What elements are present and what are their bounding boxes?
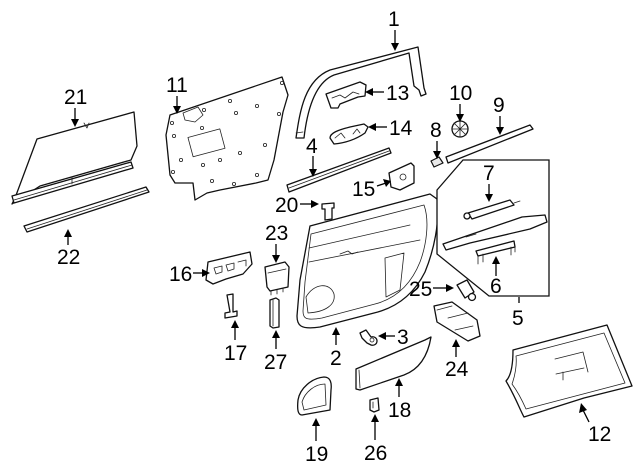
callout-label-25: 25 [409, 278, 432, 301]
callout-7: 7 [483, 162, 495, 202]
part-20-clip [321, 202, 335, 221]
part-15-bracket [388, 162, 415, 191]
callout-label-5: 5 [512, 307, 524, 330]
armrest-insert [442, 214, 548, 251]
callout-label-20: 20 [275, 194, 298, 217]
callout-label-12: 12 [588, 423, 611, 446]
callout-label-7: 7 [483, 162, 495, 185]
callout-16: 16 [169, 263, 210, 286]
part-2-door-trim-panel [296, 193, 439, 329]
callout-21: 21 [64, 86, 87, 127]
callout-label-21: 21 [64, 86, 87, 109]
callout-20: 20 [275, 194, 319, 217]
callout-6: 6 [490, 256, 502, 298]
callout-15: 15 [352, 178, 391, 201]
part-4-belt-molding [286, 147, 392, 193]
callout-label-18: 18 [388, 399, 411, 422]
callout-10: 10 [449, 82, 472, 122]
part-3-fastener [359, 329, 378, 346]
callout-label-10: 10 [449, 82, 472, 105]
callout-label-23: 23 [265, 222, 288, 245]
callout-label-8: 8 [430, 119, 442, 142]
callout-8: 8 [430, 119, 442, 159]
group-box-5 [436, 159, 550, 297]
callout-19: 19 [305, 418, 328, 466]
callout-22: 22 [57, 229, 80, 269]
callout-27: 27 [264, 330, 287, 374]
part-18-lower-trim [355, 336, 432, 391]
callout-label-15: 15 [352, 178, 375, 201]
callout-25: 25 [409, 278, 454, 301]
callout-label-17: 17 [224, 342, 247, 365]
callout-9: 9 [493, 94, 505, 135]
callout-label-2: 2 [330, 347, 342, 370]
callout-23: 23 [265, 222, 288, 263]
part-16-switch-panel [205, 251, 253, 285]
part-25-bulb [456, 279, 477, 302]
callout-4: 4 [306, 135, 318, 177]
callout-label-9: 9 [493, 94, 505, 117]
callout-24: 24 [445, 339, 469, 381]
callout-3: 3 [378, 326, 409, 349]
part-21-sunshade [11, 111, 138, 205]
part-6-bracket [475, 240, 516, 265]
callout-label-26: 26 [364, 442, 387, 465]
callout-18: 18 [388, 378, 411, 422]
callout-1: 1 [388, 8, 400, 51]
callout-label-14: 14 [389, 117, 413, 140]
part-10-grille [451, 120, 469, 138]
part-17-rod [224, 293, 238, 319]
part-27-insert [269, 297, 280, 329]
callout-label-24: 24 [445, 358, 469, 381]
callout-label-19: 19 [305, 443, 328, 466]
part-12-large-panel [505, 324, 633, 418]
part-14-pull-handle [329, 123, 369, 145]
part-8-clip [430, 156, 444, 168]
callout-14: 14 [368, 117, 413, 140]
callout-label-16: 16 [169, 263, 192, 286]
callout-label-1: 1 [388, 8, 400, 31]
callout-label-6: 6 [490, 275, 502, 298]
callout-11: 11 [166, 74, 188, 114]
callout-label-13: 13 [386, 82, 409, 105]
part-13-handle-housing [325, 81, 367, 109]
callout-label-27: 27 [264, 351, 287, 374]
part-26-clip [369, 397, 380, 413]
callout-label-11: 11 [166, 74, 188, 97]
callout-17: 17 [224, 320, 247, 365]
part-23-window-switch [264, 261, 290, 296]
callout-label-22: 22 [57, 246, 80, 269]
callout-label-4: 4 [306, 135, 318, 158]
callout-label-3: 3 [397, 326, 409, 349]
callout-26: 26 [364, 414, 387, 465]
part-22-trim-strip [23, 186, 150, 233]
part-11-panel [165, 76, 289, 201]
part-7-damper [463, 199, 521, 220]
part-19-bezel [296, 376, 332, 416]
callout-2: 2 [330, 327, 342, 370]
part-9-trim-strip [445, 124, 534, 164]
part-1-frame-trim [295, 46, 427, 139]
callout-5: 5 [512, 297, 524, 330]
callout-12: 12 [579, 403, 611, 446]
part-24-lamp-housing [433, 301, 481, 342]
callout-13: 13 [365, 82, 409, 105]
